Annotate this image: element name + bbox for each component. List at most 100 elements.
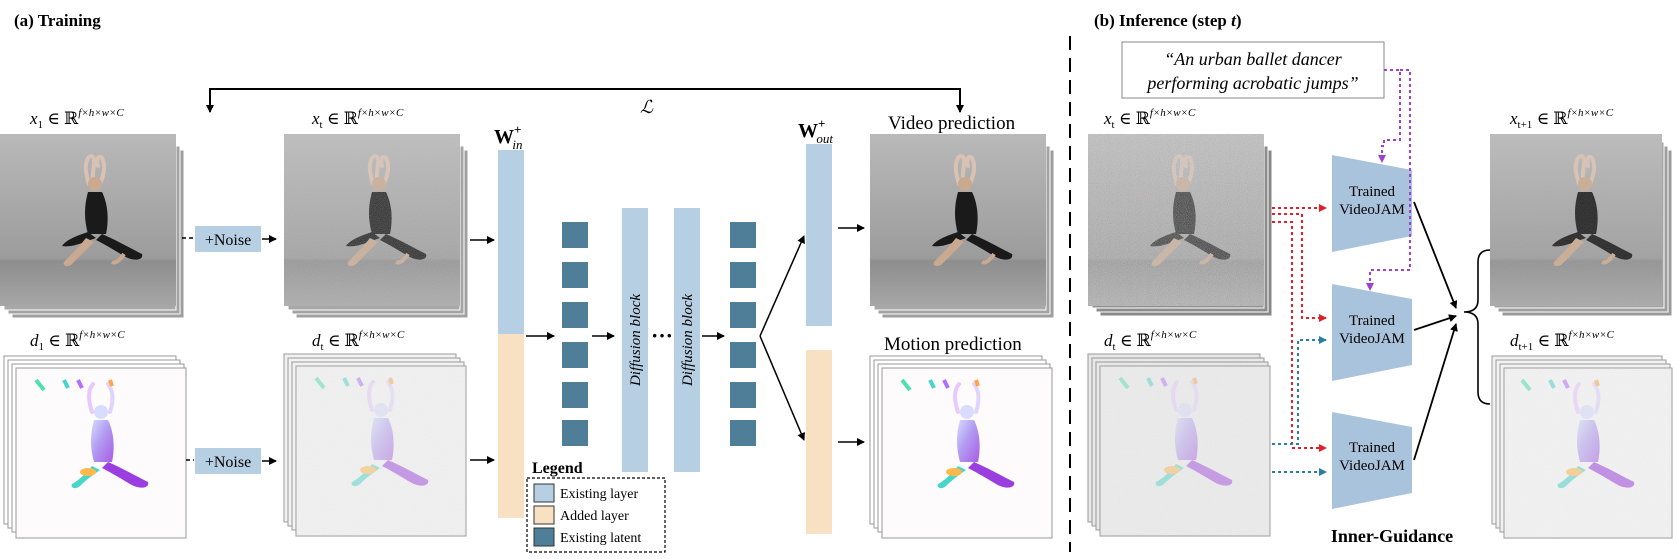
inner-guidance-label: Inner-Guidance: [1331, 526, 1453, 546]
diffusion-block-2: [674, 208, 700, 472]
legend-label-existing-latent: Existing latent: [560, 531, 641, 546]
motion-prediction-stack: [869, 355, 1053, 539]
branch-arrow-down: [759, 335, 805, 441]
w-in-base: W: [494, 126, 514, 148]
inf-dt-set: ∈ ℝ: [1116, 331, 1152, 350]
model-1-output-arrow: [1413, 201, 1458, 309]
xt1-var: x: [1509, 109, 1518, 128]
video-input-arrow-3: [1272, 221, 1327, 452]
dt-noisy-motion-stack: [283, 353, 467, 537]
latent-column-in: [562, 222, 588, 446]
training-title: (a) Training: [14, 11, 101, 30]
model-3-line-2: VideoJAM: [1339, 458, 1405, 474]
xt-var: x: [311, 109, 320, 128]
xt-label: xt ∈ ℝf×h×w×C: [311, 107, 404, 131]
legend-swatch-added-layer: [533, 505, 555, 525]
dt-var: d: [312, 331, 321, 350]
w-in-label: W+in: [494, 122, 523, 152]
ellipsis: ···: [651, 323, 673, 348]
prompt-line-1: “An urban ballet dancer: [1164, 49, 1342, 69]
inference-title-var: t: [1231, 11, 1237, 30]
video-prediction-stack: [870, 134, 1055, 319]
noise-label-top: +Noise: [205, 232, 251, 249]
d1-sub: 1: [39, 341, 45, 353]
video-input-arrow-2: [1272, 213, 1327, 322]
model-1-line-1: Trained: [1349, 184, 1396, 200]
xt-sub: t: [320, 119, 323, 131]
inf-dt-label: dt ∈ ℝf×h×w×C: [1104, 329, 1197, 353]
inf-dt-sub: t: [1113, 341, 1116, 353]
videojam-model-2: [1332, 284, 1412, 381]
w-out-sub: out: [816, 131, 833, 146]
legend-swatch-existing-layer: [533, 483, 555, 503]
xt1-sup: f×h×w×C: [1568, 107, 1614, 119]
legend-label-existing-layer: Existing layer: [560, 487, 638, 502]
inference-title: (b) Inference (step t): [1094, 11, 1241, 30]
dt-label: dt ∈ ℝf×h×w×C: [312, 329, 405, 353]
x1-video-stack: [0, 134, 185, 319]
dt-sub: t: [321, 341, 324, 353]
w-out-existing-layer: [806, 144, 832, 326]
model-2-line-1: Trained: [1349, 313, 1396, 329]
legend: Legend Existing layer Added layer Existi…: [526, 460, 666, 553]
motion-input-arrow-1: [1272, 336, 1327, 445]
dt-set: ∈ ℝ: [324, 331, 360, 350]
diffusion-block-2-label: Diffusion block: [680, 294, 696, 387]
xt1-set: ∈ ℝ: [1532, 109, 1568, 128]
w-out-label: W+out: [798, 116, 833, 146]
d1-label: d1 ∈ ℝf×h×w×C: [30, 329, 125, 353]
model-3-line-1: Trained: [1349, 440, 1396, 456]
dt1-sub: t+1: [1519, 341, 1534, 353]
dt1-label: dt+1 ∈ ℝf×h×w×C: [1510, 329, 1615, 353]
w-out-base: W: [798, 120, 818, 142]
w-in-sup: +: [514, 122, 521, 137]
x1-var: x: [29, 109, 38, 128]
text-input-arrow-2: [1366, 69, 1411, 291]
w-in-added-layer: [498, 334, 524, 518]
noise-label-bottom: +Noise: [205, 454, 251, 471]
xt1-label: xt+1 ∈ ℝf×h×w×C: [1509, 107, 1614, 131]
diffusion-block-1-label: Diffusion block: [628, 294, 644, 387]
x1-sub: 1: [38, 119, 44, 131]
video-prediction-label: Video prediction: [888, 113, 1016, 134]
inference-title-text: (b) Inference (step: [1094, 11, 1231, 30]
d1-set: ∈ ℝ: [44, 331, 80, 350]
legend-frame: [526, 477, 666, 553]
xt-noisy-video-stack: [284, 134, 469, 319]
latent-column-out: [730, 222, 756, 446]
inf-xt-noisy-video-stack: [1088, 134, 1273, 317]
inf-dt-noisy-motion-stack: [1087, 353, 1271, 537]
inf-xt-set: ∈ ℝ: [1115, 109, 1151, 128]
motion-prediction-label: Motion prediction: [884, 334, 1022, 355]
videojam-model-1: [1332, 155, 1412, 252]
w-out-sup: +: [818, 116, 825, 131]
text-input-arrow-1: [1378, 69, 1401, 163]
x1-sup: f×h×w×C: [78, 107, 124, 119]
xt-sup: f×h×w×C: [358, 107, 404, 119]
dt-sup: f×h×w×C: [359, 329, 405, 341]
inf-xt-label: xt ∈ ℝf×h×w×C: [1103, 107, 1196, 131]
d1-var: d: [30, 331, 39, 350]
legend-label-added-layer: Added layer: [560, 509, 629, 524]
model-3-output-arrow: [1413, 323, 1458, 461]
diffusion-block-1: [622, 208, 648, 472]
model-2-line-2: VideoJAM: [1339, 331, 1405, 347]
w-out-added-layer: [806, 350, 832, 534]
inf-dt-var: d: [1104, 331, 1113, 350]
prompt-box: [1121, 41, 1385, 99]
x1-set: ∈ ℝ: [43, 109, 79, 128]
legend-title: Legend: [532, 460, 583, 477]
inf-xt-sup: f×h×w×C: [1150, 107, 1196, 119]
inf-xt-sub: t: [1112, 119, 1115, 131]
w-in-sub: in: [512, 137, 522, 152]
noise-box-top: [195, 226, 261, 252]
xt1-video-stack: [1490, 134, 1673, 317]
dt1-sup: f×h×w×C: [1568, 329, 1614, 341]
x1-label: x1 ∈ ℝf×h×w×C: [29, 107, 124, 131]
inf-xt-var: x: [1103, 109, 1112, 128]
dt1-set: ∈ ℝ: [1533, 331, 1569, 350]
d1-motion-stack: [3, 355, 187, 539]
xt1-sub: t+1: [1518, 119, 1533, 131]
model-1-line-2: VideoJAM: [1339, 202, 1405, 218]
